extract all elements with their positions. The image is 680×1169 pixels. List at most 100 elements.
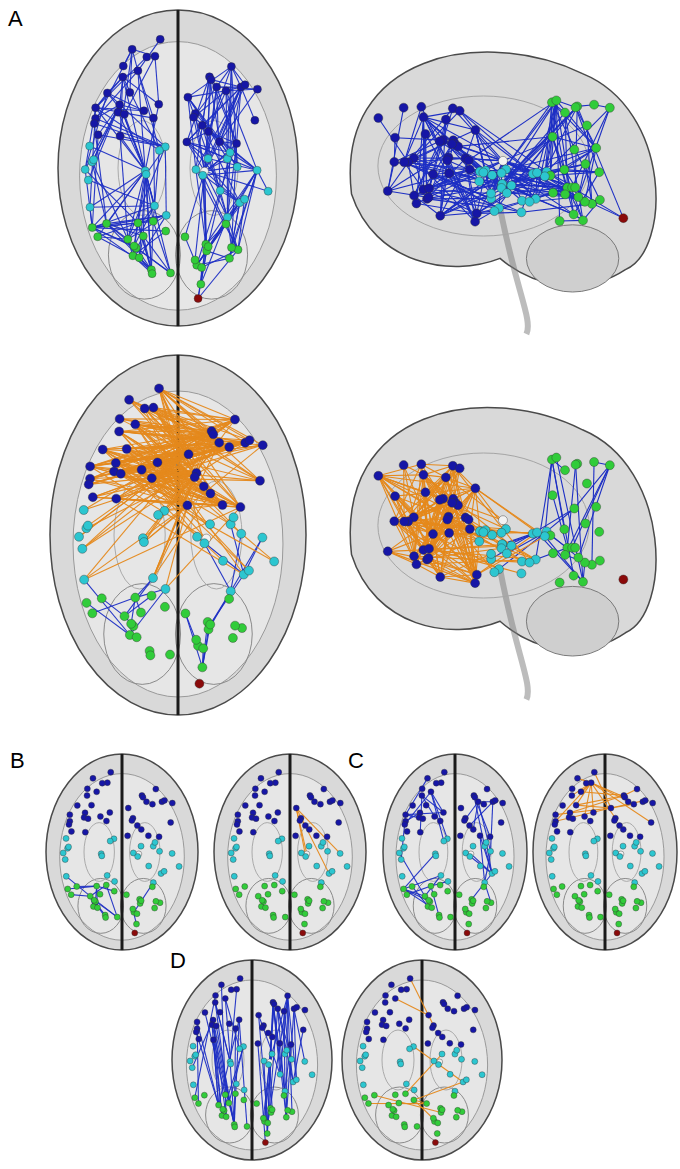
brain-node-dot	[525, 197, 534, 206]
brain-node-dot	[560, 165, 569, 174]
brain-node-dot	[124, 235, 132, 243]
brain-node-dot	[583, 853, 589, 859]
brain-node-dot	[574, 775, 580, 781]
brain-node-dot	[103, 818, 109, 824]
connection-line	[107, 93, 165, 147]
brain-node-dot	[302, 823, 308, 829]
brain-node-dot	[578, 883, 584, 889]
brain-node-dot	[549, 873, 555, 879]
brain-node-dot	[546, 850, 552, 856]
connection-line	[565, 465, 610, 555]
brain-node-dot	[116, 101, 124, 109]
connection-line	[286, 1009, 294, 1117]
connection-line	[472, 874, 492, 900]
brain-node-dot	[233, 139, 241, 147]
brain-node-dot	[258, 533, 267, 542]
brain-node-dot	[233, 163, 241, 171]
connection-line	[388, 108, 404, 191]
brain-node-dot	[399, 835, 405, 841]
brain-node-dot	[492, 797, 498, 803]
connection-line	[475, 488, 544, 536]
brain-node-dot	[298, 906, 304, 912]
brain-node-dot	[404, 828, 410, 834]
midline-fissure	[454, 754, 457, 950]
brain-node-dot	[229, 513, 238, 522]
connection-line	[591, 783, 593, 813]
connection-line	[378, 476, 465, 518]
brain-node-dot	[149, 801, 155, 807]
brain-node-dot	[231, 873, 237, 879]
connection-line	[86, 473, 196, 528]
brain-node-dot	[465, 165, 474, 174]
brain-node-dot	[595, 878, 601, 884]
brain-node-dot	[502, 189, 511, 198]
brain-node-dot	[649, 850, 655, 856]
brain-node-dot	[82, 829, 88, 835]
brain-node-dot	[587, 882, 593, 888]
brain-node-dot	[216, 138, 224, 146]
connection-line	[478, 802, 490, 852]
brain-node-dot	[277, 1040, 283, 1046]
brain-node-dot	[571, 460, 580, 469]
brain-node-dot	[437, 882, 443, 888]
connection-line	[406, 812, 444, 814]
connection-line	[84, 505, 187, 579]
brain-node-dot	[262, 905, 268, 911]
brain-node-dot	[145, 833, 151, 839]
brain-node-dot	[197, 280, 205, 288]
brain-node-dot	[88, 493, 97, 502]
brain-node-dot	[148, 574, 157, 583]
brain-node-dot	[401, 886, 407, 892]
brain-node-dot	[195, 679, 204, 688]
connection-line	[94, 49, 132, 123]
brain-node-dot	[470, 843, 476, 849]
brain-node-dot	[217, 1009, 223, 1015]
connection-line	[226, 91, 237, 167]
connection-line	[225, 999, 239, 1049]
brain-node-dot	[231, 835, 237, 841]
brain-node-dot	[99, 780, 105, 786]
brain-node-dot	[396, 850, 402, 856]
brain-node-dot	[417, 829, 423, 835]
brain-node-dot	[242, 802, 248, 808]
brain-node-dot	[400, 158, 409, 167]
brain-node-dot	[199, 644, 208, 653]
axial-brain-view	[383, 754, 527, 950]
connection-line	[103, 449, 223, 560]
brain-node-dot	[181, 233, 189, 241]
brain-node-dot	[592, 502, 601, 511]
brain-node-dot	[97, 891, 103, 897]
connection-line	[96, 108, 160, 151]
brain-node-dot	[153, 898, 159, 904]
brain-node-dot	[134, 67, 142, 75]
brain-node-dot	[265, 891, 271, 897]
brain-node-dot	[472, 209, 481, 218]
brain-node-dot	[78, 544, 87, 553]
brain-node-dot	[225, 594, 234, 603]
brain-node-dot	[620, 843, 626, 849]
brain-node-dot	[587, 818, 593, 824]
brain-node-dot	[234, 986, 240, 992]
brain-node-dot	[191, 256, 199, 264]
brain-node-dot	[156, 834, 162, 840]
brain-node-dot	[581, 160, 590, 169]
brain-node-dot	[306, 843, 312, 849]
brain-node-dot	[120, 612, 129, 621]
cerebellum-shading	[176, 211, 248, 299]
brain-node-dot	[107, 838, 113, 844]
brain-node-dot	[571, 103, 580, 112]
brain-node-dot	[517, 569, 526, 578]
brain-node-dot	[257, 802, 263, 808]
connection-line	[494, 137, 552, 211]
brain-node-dot	[264, 187, 272, 195]
connection-line	[207, 153, 230, 251]
midline-fissure	[289, 754, 292, 950]
brain-node-dot	[225, 254, 233, 262]
brain-node-dot	[471, 126, 480, 135]
brain-node-dot	[398, 857, 404, 863]
connection-line	[138, 39, 160, 71]
brain-node-dot	[149, 884, 155, 890]
connection-line	[120, 105, 146, 174]
brainstem-shading	[500, 569, 528, 700]
connection-line	[378, 476, 416, 565]
